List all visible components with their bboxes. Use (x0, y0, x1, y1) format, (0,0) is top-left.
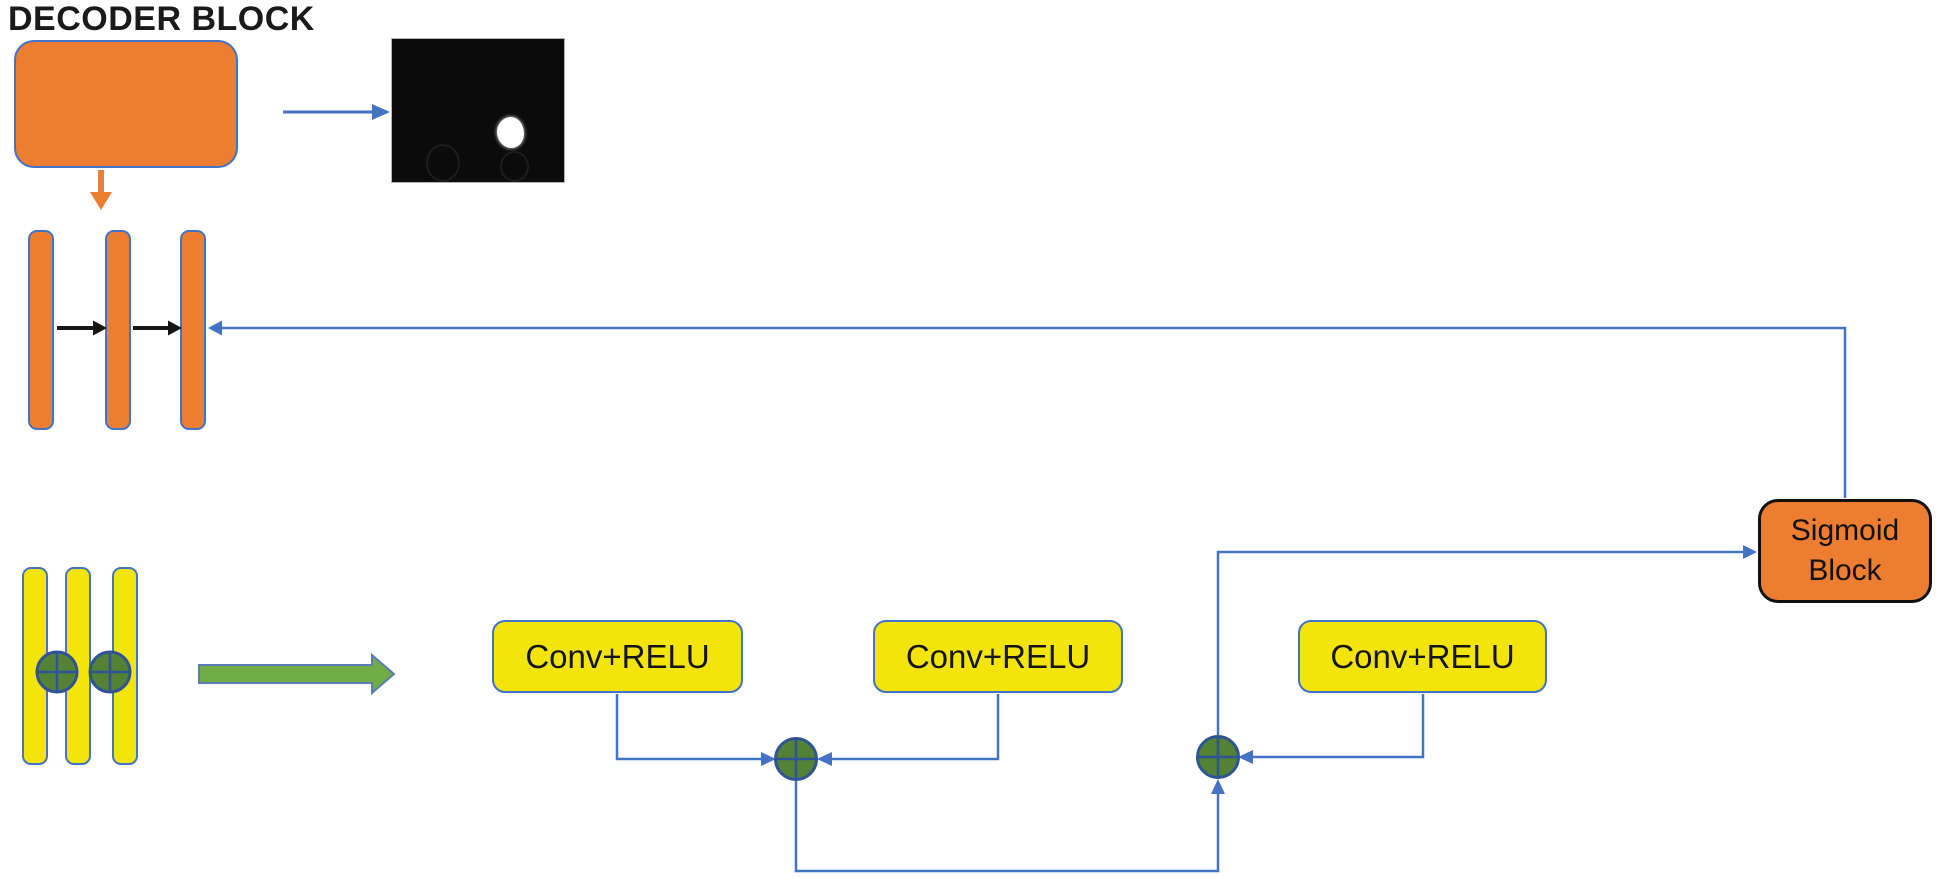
connector-add1-to-add2 (794, 779, 1225, 873)
add-operator-icon (35, 650, 79, 694)
conv-relu-label: Conv+RELU (525, 637, 710, 675)
add-operator-icon (1196, 735, 1240, 779)
connector-conv2-to-add1 (817, 694, 1000, 766)
sigmoid-block: Sigmoid Block (1758, 499, 1932, 603)
arrow-bar1-to-bar2-icon (57, 320, 107, 336)
feedback-line-sigmoid-to-bar3 (208, 320, 1847, 498)
block-arrow-icon (198, 652, 396, 696)
orange-feature-bar-1 (28, 230, 54, 430)
arrow-bar2-to-bar3-icon (133, 320, 182, 336)
conv-relu-block-1: Conv+RELU (492, 620, 743, 693)
connector-conv1-to-add1 (615, 694, 776, 766)
sigmoid-label-line1: Sigmoid (1790, 514, 1900, 548)
sigmoid-label-line2: Block (1808, 554, 1882, 587)
conv-relu-block-2: Conv+RELU (873, 620, 1123, 693)
orange-feature-bar-2 (105, 230, 131, 430)
segmentation-mask-image (391, 38, 565, 183)
connector-add2-to-sigmoid (1216, 545, 1757, 736)
arrow-decoder-to-mask-icon (283, 104, 390, 120)
conv-relu-label: Conv+RELU (1330, 637, 1515, 675)
connector-conv3-to-add2 (1238, 694, 1425, 764)
page-title: DECODER BLOCK (8, 0, 315, 38)
add-operator-icon (774, 737, 818, 781)
conv-relu-label: Conv+RELU (905, 637, 1091, 675)
mask-faint-shape (500, 151, 529, 182)
add-operator-icon (88, 650, 132, 694)
orange-feature-bar-3 (180, 230, 206, 430)
mask-white-blob (497, 117, 524, 148)
decoder-feature-block (14, 40, 238, 168)
conv-relu-block-3: Conv+RELU (1298, 620, 1547, 693)
mask-faint-shape (426, 144, 460, 182)
arrow-decoder-to-bars-icon (90, 170, 112, 210)
